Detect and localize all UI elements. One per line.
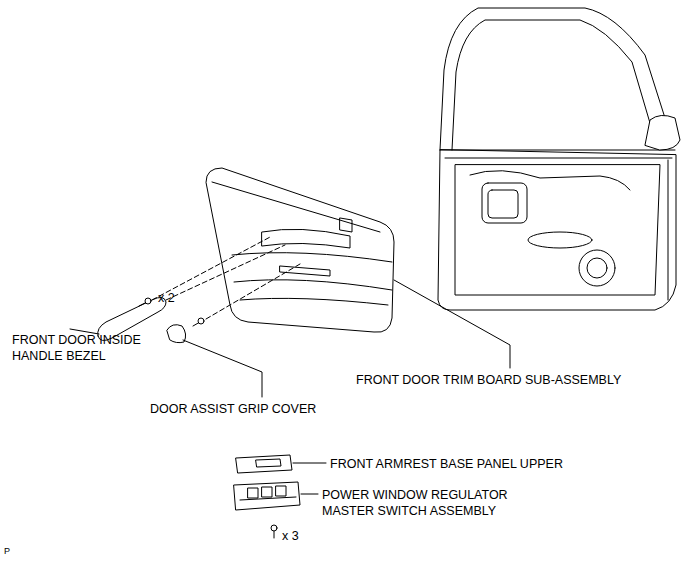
screw-head [145, 298, 151, 304]
dashed-assembly-lines [152, 236, 300, 319]
service-hole-inner [488, 190, 518, 218]
speaker-cone [587, 258, 607, 278]
door-outline [438, 150, 676, 310]
quantity-label: x 2 [158, 290, 175, 306]
trim-board-outline [206, 168, 394, 332]
window-frame-inner [452, 20, 655, 150]
leader-line [293, 463, 326, 464]
handle-recess [262, 229, 350, 248]
door-edge [668, 160, 669, 300]
screw-head [198, 318, 204, 324]
screw [139, 298, 151, 306]
tweeter-cover [340, 218, 352, 232]
trim-board [206, 168, 394, 332]
trim-upper-edge [212, 182, 380, 232]
dashed-line [206, 264, 300, 319]
leader-line [301, 494, 318, 495]
screw [271, 525, 277, 538]
armrest-lines [232, 253, 392, 305]
panel-outline [236, 455, 292, 473]
quantity-label: x 3 [282, 528, 299, 544]
speaker [579, 250, 615, 286]
front-door-shell [438, 8, 680, 310]
part-name: DOOR ASSIST GRIP COVER [150, 401, 316, 417]
switch-body [234, 482, 300, 510]
service-hole [482, 183, 527, 223]
switch-recess [280, 266, 330, 276]
armrest-base-panel [236, 455, 292, 473]
door-mirror [645, 115, 680, 150]
screw-head [271, 525, 277, 531]
window-frame [440, 8, 672, 150]
leader-line [394, 280, 510, 368]
part-name: FRONT DOOR TRIM BOARD SUB-ASSEMBLY [356, 372, 621, 388]
master-switch [234, 482, 300, 510]
dashed-line [166, 245, 285, 300]
part-name: FRONT DOOR INSIDE HANDLE BEZEL [12, 332, 172, 364]
figure-code: P [4, 543, 10, 559]
inner-panel [455, 165, 660, 295]
beltline [440, 150, 675, 158]
wire-harness [470, 171, 630, 190]
leader-line [183, 340, 262, 397]
panel-opening [528, 232, 592, 248]
panel-opening [256, 459, 281, 467]
part-name: FRONT ARMREST BASE PANEL UPPER [330, 456, 563, 472]
part-name: POWER WINDOW REGULATOR MASTER SWITCH ASS… [322, 487, 547, 519]
switch-connector [240, 497, 296, 500]
screw [193, 318, 204, 326]
switch-buttons [248, 486, 286, 498]
